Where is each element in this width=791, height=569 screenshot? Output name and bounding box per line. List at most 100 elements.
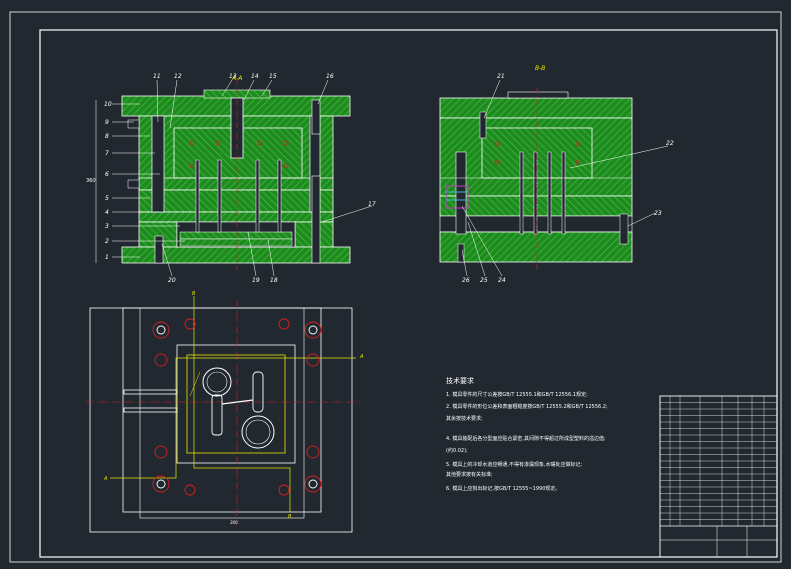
socket-screw-top	[311, 99, 321, 135]
front-dimension-label: 360	[86, 178, 96, 184]
label-26: 26	[462, 277, 470, 284]
note-5: (约0.02);	[446, 447, 468, 454]
plan-inner-plate	[139, 307, 305, 519]
bolt-hole-4-inner	[308, 479, 318, 489]
label-13: 13	[229, 73, 237, 80]
cooling-hole-2	[215, 140, 221, 146]
label-2: 2	[105, 238, 109, 245]
part-ring-cavity-2	[241, 415, 275, 449]
label-5: 5	[105, 195, 109, 202]
note-1: 1. 模具零件的尺寸公差按GB/T 12555.1和GB/T 12556.1规定…	[446, 391, 588, 398]
guide-hole-3	[184, 484, 196, 496]
ejector-plate	[179, 238, 293, 247]
label-6: 6	[105, 171, 109, 178]
bolt-hole-6	[306, 353, 320, 367]
plan-insert-yellow	[186, 354, 286, 454]
ejector-retainer	[179, 231, 293, 240]
side-cooling-hole-4	[575, 159, 581, 165]
bolt-hole-3	[152, 475, 170, 493]
front-leader-lines	[95, 79, 373, 277]
side-leader-lines	[461, 79, 669, 277]
side-guide-pin	[455, 151, 467, 235]
label-23: 23	[654, 210, 662, 217]
label-14: 14	[251, 73, 259, 80]
bolt-hole-2	[304, 321, 322, 339]
label-17: 17	[368, 201, 376, 208]
label-24: 24	[498, 277, 506, 284]
side-cooling-hole-2	[575, 141, 581, 147]
side-screw-top	[479, 111, 487, 139]
label-10: 10	[104, 101, 112, 108]
note-8: 6. 模具上应刻出标记,按GB/T 12555~1990规定。	[446, 485, 560, 492]
technical-notes: 技术要求 1. 模具零件的尺寸公差按GB/T 12555.1和GB/T 1255…	[446, 376, 608, 492]
label-15: 15	[269, 73, 277, 80]
label-16: 16	[326, 73, 334, 80]
label-25: 25	[480, 277, 488, 284]
plan-dimension-label: 300	[230, 520, 238, 525]
side-top-plate	[439, 97, 633, 119]
part-handle-1	[211, 394, 223, 436]
label-9: 9	[105, 119, 109, 126]
bolt-hole-8	[306, 445, 320, 459]
water-nozzle-2	[127, 179, 140, 189]
plan-yellow-leader-1	[189, 371, 201, 397]
bolt-hole-5	[154, 353, 168, 367]
label-18: 18	[270, 277, 278, 284]
front-view-title: A-A	[231, 75, 242, 82]
side-view-title: B-B	[535, 65, 545, 72]
guide-hole-2	[278, 318, 290, 330]
front-top-labels: 11 12 13 14 15 16	[153, 73, 334, 80]
label-1: 1	[105, 254, 109, 261]
label-22: 22	[666, 140, 674, 147]
runner	[221, 399, 254, 405]
side-section-view: B-B 21 22 23	[439, 65, 674, 284]
note-3: 其余按技术要求;	[446, 415, 483, 422]
plan-bolt-holes	[152, 318, 322, 496]
label-4: 4	[105, 209, 109, 216]
label-3: 3	[105, 223, 109, 230]
socket-screw-bottom-left	[154, 235, 164, 264]
bolt-hole-1-inner	[156, 325, 166, 335]
support-plate	[138, 211, 334, 223]
part-slot-cavity	[252, 371, 264, 413]
label-20: 20	[168, 277, 176, 284]
cooling-hole-5	[189, 163, 195, 169]
front-left-labels: 10 9 8 7 6 5 4 3 2 1	[104, 101, 112, 261]
cooling-hole-6	[283, 163, 289, 169]
notes-heading: 技术要求	[446, 376, 474, 385]
core-plate	[138, 189, 334, 213]
water-nozzle-1	[127, 119, 140, 129]
side-screw-right	[619, 213, 629, 245]
outer-frame	[9, 11, 782, 563]
plan-view: B A A B	[86, 291, 364, 533]
label-12: 12	[174, 73, 182, 80]
label-19: 19	[252, 277, 260, 284]
bolt-hole-3-inner	[156, 479, 166, 489]
side-cooling-hole-3	[494, 159, 500, 165]
section-mark-b-bottom: B	[288, 514, 292, 520]
note-7: 其他要求按有关标准;	[446, 471, 493, 478]
ejector-pin-1	[195, 159, 200, 233]
side-ejector-pin-2	[533, 151, 538, 235]
inner-frame	[39, 29, 778, 558]
cooling-pipe-2	[123, 407, 178, 413]
ejector-pin-2	[217, 159, 222, 233]
side-ejector-pin-1	[519, 151, 524, 235]
front-bottom-labels: 20 19 18	[168, 277, 278, 284]
bolt-hole-7	[154, 445, 168, 459]
bolt-hole-4	[304, 475, 322, 493]
side-cooling-hole-1	[494, 141, 500, 147]
plan-insert-outline	[176, 344, 296, 464]
note-6: 5. 模具上的冷却水道应畅通,不得有渗漏现象,水嘴处应做标记;	[446, 461, 583, 468]
side-ejector-pin-3	[547, 151, 552, 235]
label-21: 21	[497, 73, 505, 80]
section-line-a	[110, 357, 356, 479]
guide-hole-1	[184, 318, 196, 330]
side-bottom-plate	[439, 231, 633, 263]
label-11: 11	[153, 73, 161, 80]
plan-outer-plate	[89, 307, 353, 533]
side-top-boss	[507, 91, 569, 99]
label-8: 8	[105, 133, 109, 140]
ejector-pin-3	[255, 159, 260, 233]
cooling-hole-1	[189, 140, 195, 146]
